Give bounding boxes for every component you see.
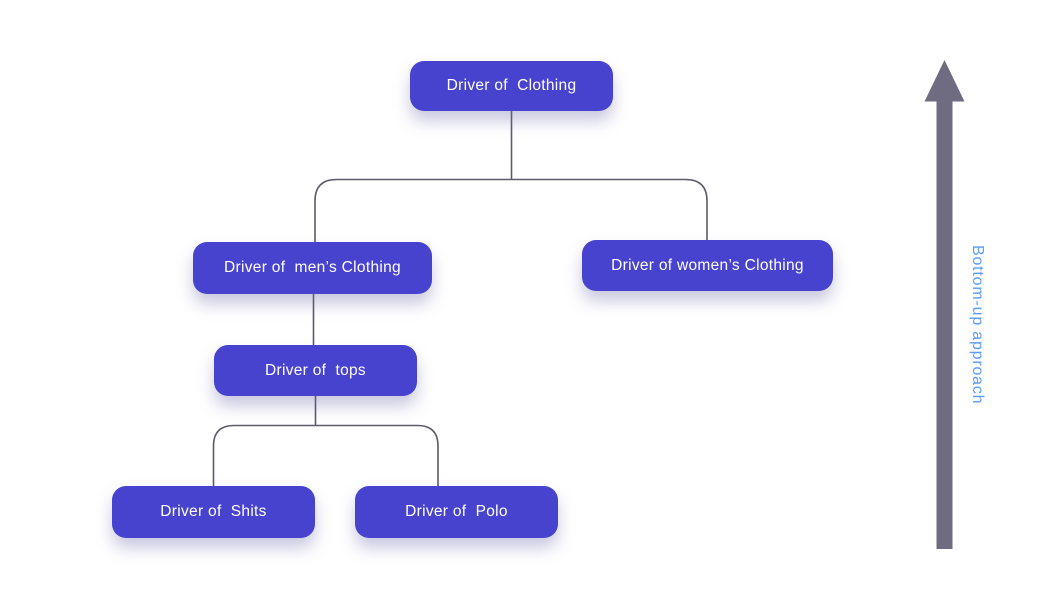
node-label: Driver of men’s Clothing — [224, 259, 401, 276]
node-label: Driver of women’s Clothing — [611, 256, 804, 274]
bottom-up-approach-label: Bottom-up approach — [969, 245, 986, 405]
edge-tops-bracket — [212, 424, 439, 486]
edge-clothing-bracket — [314, 178, 708, 242]
node-label: Driver of Polo — [405, 503, 508, 520]
node-label: Driver of tops — [265, 361, 366, 379]
node-driver-of-tops: Driver of tops — [214, 345, 417, 396]
node-driver-of-shits: Driver of Shits — [112, 486, 315, 538]
node-driver-of-mens-clothing: Driver of men’s Clothing — [193, 242, 432, 294]
node-driver-of-womens-clothing: Driver of women’s Clothing — [582, 240, 833, 291]
node-label: Driver of Clothing — [446, 77, 577, 94]
node-label: Driver of Shits — [160, 503, 267, 520]
node-driver-of-clothing: Driver of Clothing — [410, 61, 613, 111]
up-arrow-icon — [924, 60, 965, 549]
node-driver-of-polo: Driver of Polo — [355, 486, 558, 538]
